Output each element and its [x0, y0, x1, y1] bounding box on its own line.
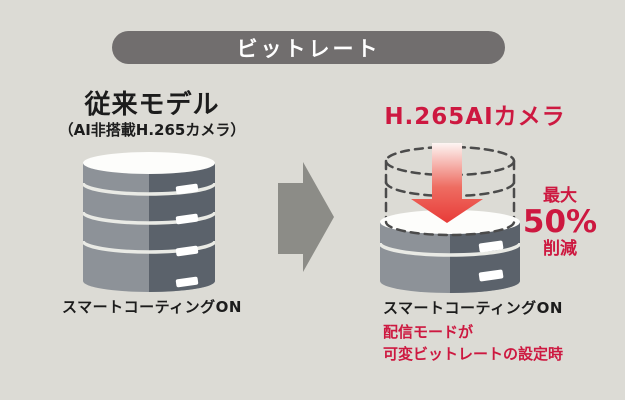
- reduction-stat: 最大 50% 削減: [518, 186, 602, 259]
- database-icon-4-layer: [83, 152, 215, 292]
- database-reduction-graphic: [380, 143, 520, 293]
- stat-suffix: 削減: [543, 239, 577, 259]
- conventional-model-heading: 従来モデル: [84, 90, 220, 120]
- conventional-model-subheading: （AI非搭載H.265カメラ）: [58, 121, 246, 139]
- slot-icon: [175, 183, 199, 195]
- slot-icon: [478, 240, 504, 253]
- dashed-cylinder-front-arc: [384, 220, 516, 237]
- left-caption: スマートコーティングON: [62, 298, 242, 316]
- slot-icon: [175, 245, 199, 257]
- condition-note-line2: 可変ビットレートの設定時: [383, 345, 564, 363]
- diagram-title: ビットレート: [236, 36, 381, 61]
- condition-note-line1: 配信モードが: [383, 323, 474, 341]
- slot-icon: [175, 276, 199, 288]
- title-banner: ビットレート: [112, 31, 505, 64]
- right-arrow-icon: [278, 162, 334, 272]
- ai-camera-heading: H.265AIカメラ: [384, 104, 566, 130]
- stat-value: 50%: [522, 204, 598, 240]
- stat-prefix: 最大: [543, 186, 577, 206]
- down-arrow-icon: [411, 143, 483, 223]
- right-caption: スマートコーティングON: [383, 299, 563, 317]
- condition-note: 配信モードが 可変ビットレートの設定時: [383, 321, 613, 365]
- slot-icon: [175, 213, 199, 225]
- database-icon-2-layer: [380, 210, 520, 293]
- slot-icon: [478, 269, 504, 282]
